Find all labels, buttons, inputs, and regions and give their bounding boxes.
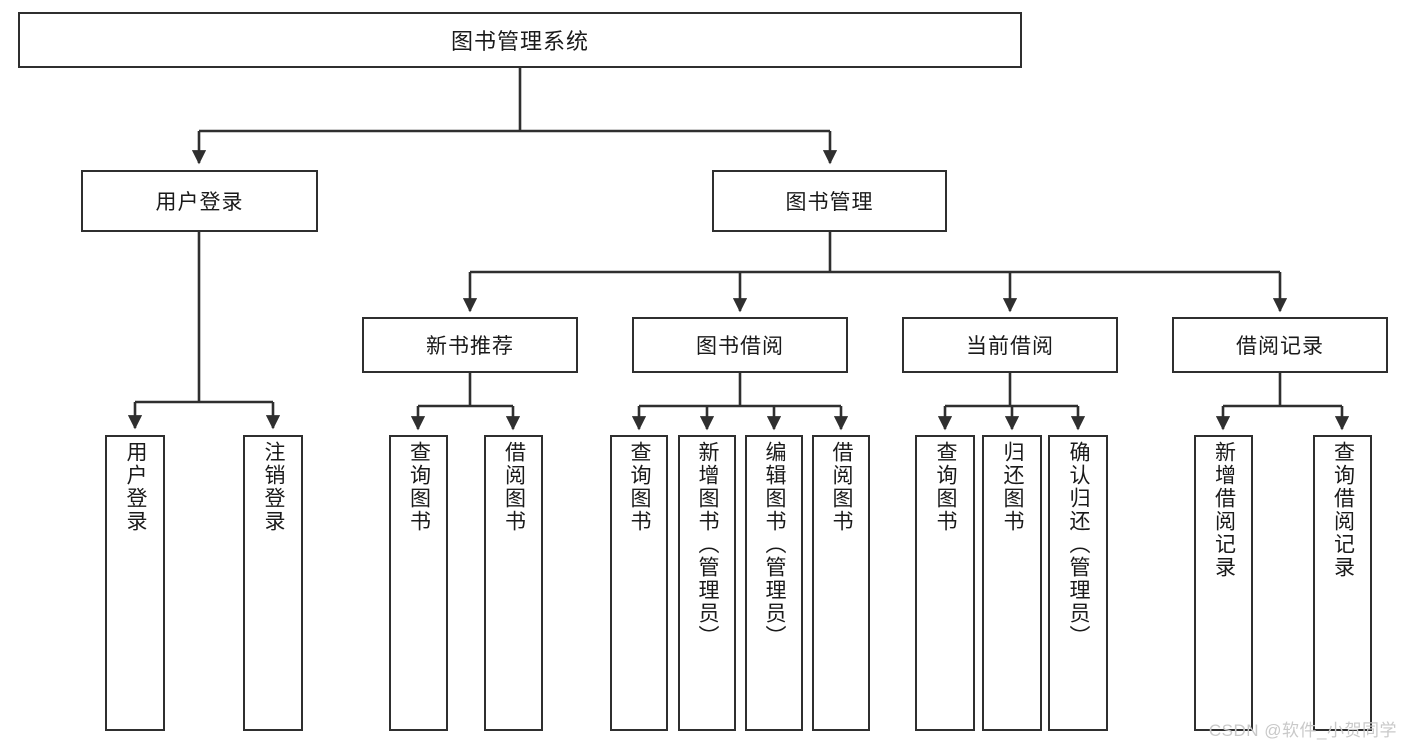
node-leaf-query-record-label: 查询借阅记录 [1331,441,1355,579]
node-leaf-add-record-label: 新增借阅记录 [1212,441,1236,579]
node-leaf-borrow-book-rec[interactable]: 借阅图书 [484,435,543,731]
node-leaf-borrow-book[interactable]: 借阅图书 [812,435,870,731]
node-leaf-user-logout[interactable]: 注销登录 [243,435,303,731]
node-leaf-confirm-return-label: 确认归还（管理员） [1067,441,1091,648]
node-book-borrow-label: 图书借阅 [696,335,784,358]
node-leaf-add-book[interactable]: 新增图书（管理员） [678,435,736,731]
node-user-login-label: 用户登录 [155,191,244,214]
node-user-login[interactable]: 用户登录 [81,170,318,232]
node-current-borrow[interactable]: 当前借阅 [902,317,1118,373]
node-leaf-query-book-borrow-label: 查询图书 [628,441,652,533]
node-leaf-add-book-label: 新增图书（管理员） [696,441,720,648]
node-book-borrow[interactable]: 图书借阅 [632,317,848,373]
node-leaf-query-record[interactable]: 查询借阅记录 [1313,435,1372,731]
node-leaf-user-login-label: 用户登录 [124,441,148,533]
node-leaf-confirm-return[interactable]: 确认归还（管理员） [1048,435,1108,731]
node-leaf-query-book-rec[interactable]: 查询图书 [389,435,448,731]
watermark: CSDN @软件_小贺同学 [1208,721,1397,740]
node-leaf-edit-book[interactable]: 编辑图书（管理员） [745,435,803,731]
node-borrow-record[interactable]: 借阅记录 [1172,317,1388,373]
node-leaf-query-book-borrow[interactable]: 查询图书 [610,435,668,731]
node-leaf-query-book-rec-label: 查询图书 [407,441,431,533]
node-new-book-recommend-label: 新书推荐 [426,335,514,358]
node-leaf-user-login[interactable]: 用户登录 [105,435,165,731]
node-book-manage-label: 图书管理 [785,191,874,214]
node-borrow-record-label: 借阅记录 [1236,335,1324,358]
node-leaf-user-logout-label: 注销登录 [262,441,286,533]
node-leaf-return-book[interactable]: 归还图书 [982,435,1042,731]
node-new-book-recommend[interactable]: 新书推荐 [362,317,578,373]
node-root-label: 图书管理系统 [450,29,589,54]
node-leaf-borrow-book-rec-label: 借阅图书 [502,441,526,533]
node-leaf-return-book-label: 归还图书 [1001,441,1025,533]
node-leaf-add-record[interactable]: 新增借阅记录 [1194,435,1253,731]
node-leaf-query-book-current[interactable]: 查询图书 [915,435,975,731]
node-root[interactable]: 图书管理系统 [18,12,1022,68]
node-current-borrow-label: 当前借阅 [966,335,1054,358]
node-book-manage[interactable]: 图书管理 [712,170,947,232]
node-leaf-borrow-book-label: 借阅图书 [830,441,854,533]
node-leaf-edit-book-label: 编辑图书（管理员） [763,441,787,648]
node-leaf-query-book-current-label: 查询图书 [934,441,958,533]
